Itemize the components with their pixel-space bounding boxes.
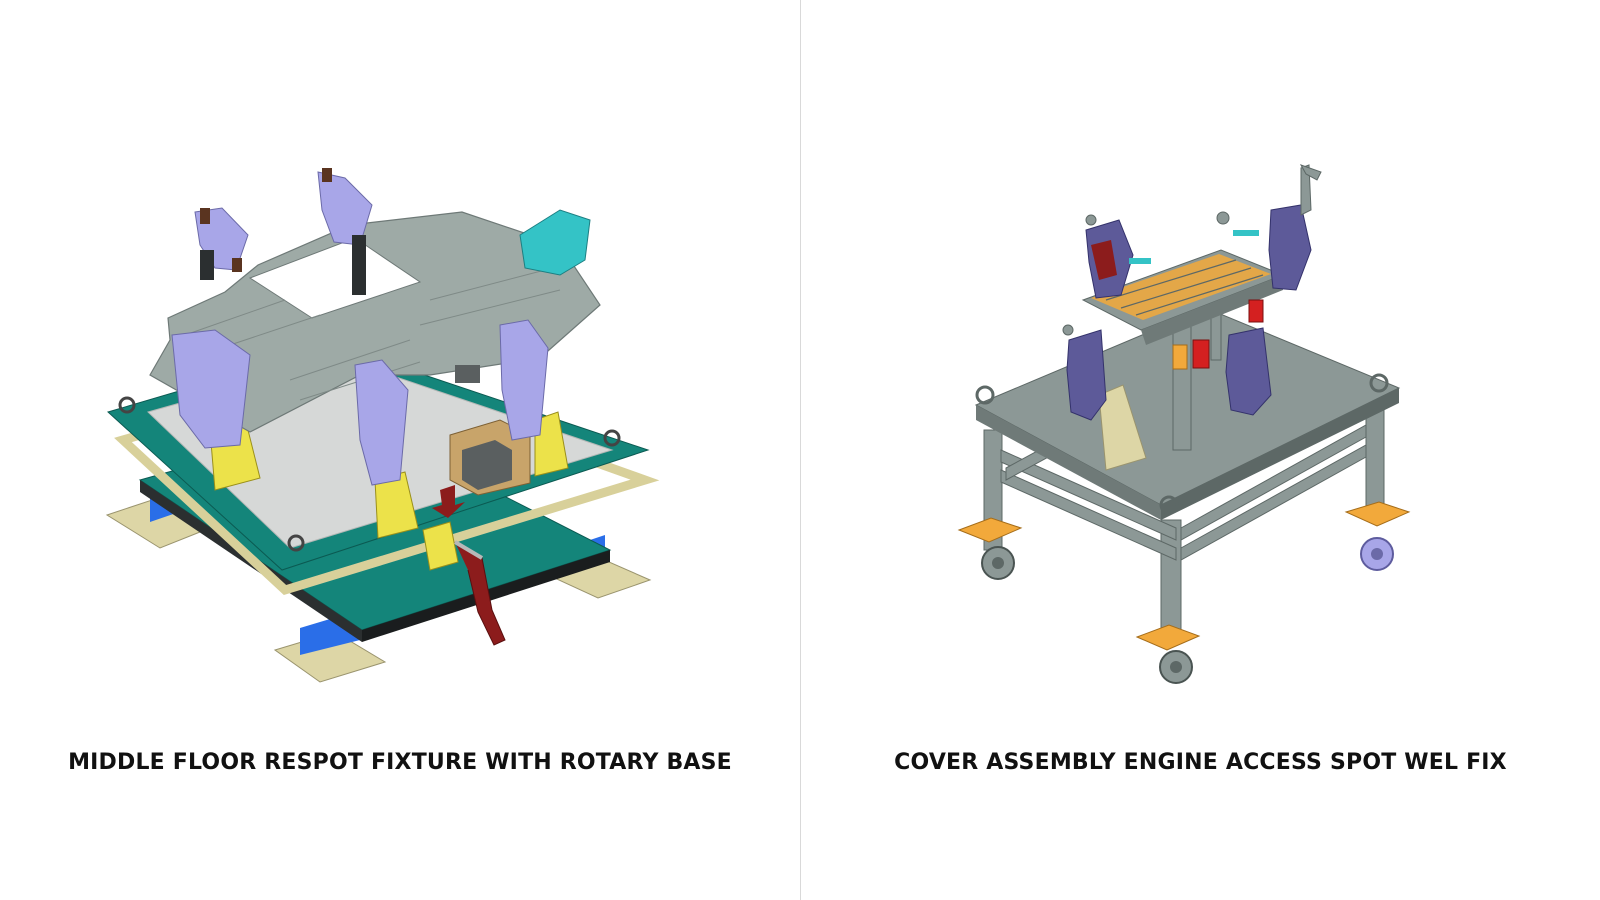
left-caption: MIDDLE FLOOR RESPOT FIXTURE WITH ROTARY … — [68, 750, 732, 775]
right-panel: COVER ASSEMBLY ENGINE ACCESS SPOT WEL FI… — [801, 0, 1600, 900]
panel-divider — [800, 0, 801, 900]
right-caption: COVER ASSEMBLY ENGINE ACCESS SPOT WEL FI… — [894, 750, 1507, 775]
left-panel: MIDDLE FLOOR RESPOT FIXTURE WITH ROTARY … — [0, 150, 800, 775]
rotary-base-fixture-image — [0, 150, 800, 710]
caster-stand-fixture-image — [801, 150, 1600, 710]
